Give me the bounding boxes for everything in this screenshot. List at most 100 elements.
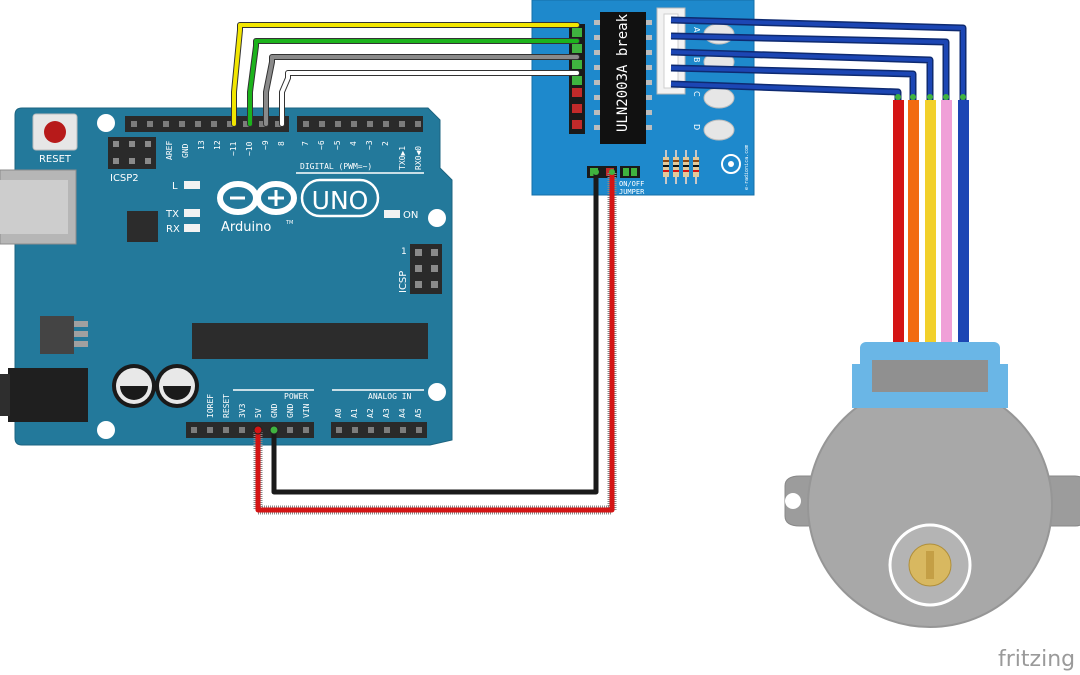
resistor-band xyxy=(683,165,689,167)
uln2003-driver-board: ULN2003A break A B C D ON/OF xyxy=(531,0,755,196)
resistor-band xyxy=(673,160,679,162)
usb-connector xyxy=(0,169,77,245)
header-pin xyxy=(287,427,293,433)
power-pin-labels: IOREF RESET 3V3 5V GND GND VIN A0 A1 A2 … xyxy=(206,394,423,418)
header-pin xyxy=(223,427,229,433)
chip-leg xyxy=(646,95,652,100)
jumper[interactable] xyxy=(620,166,640,178)
header-pin xyxy=(400,427,406,433)
uln2003-chip: ULN2003A break xyxy=(594,12,652,144)
header-pin xyxy=(195,121,201,127)
header-pin xyxy=(384,427,390,433)
mounting-hole xyxy=(97,421,115,439)
header-pin xyxy=(131,121,137,127)
wire-pin9-gray-fill xyxy=(264,55,579,126)
header-pin xyxy=(368,427,374,433)
led-label-tx: TX xyxy=(165,209,179,220)
led-rx xyxy=(184,224,200,232)
led-label-b: B xyxy=(692,57,701,63)
motor-cap xyxy=(852,342,1008,408)
pin-label-8: 8 xyxy=(277,141,286,146)
wire-gnd-black xyxy=(271,172,599,495)
header-pin xyxy=(211,121,217,127)
header-pin xyxy=(367,121,373,127)
header-pin xyxy=(416,427,422,433)
icsp-header xyxy=(410,244,442,294)
pin-label-a3: A3 xyxy=(382,408,391,418)
input-pin-2 xyxy=(572,44,582,53)
arduino-uno-board: RESET ICSP2 AREF GND 13 12 ~11 ~10 ~9 xyxy=(0,107,453,446)
header-pin xyxy=(239,427,245,433)
pin-label-5v: 5V xyxy=(254,408,263,418)
jumper-label: JUMPER xyxy=(619,188,645,196)
chip-leg xyxy=(646,50,652,55)
pin-label-7: 7 xyxy=(301,141,310,146)
signal-wires xyxy=(231,22,580,127)
header-pin xyxy=(147,121,153,127)
pin-label-aref: AREF xyxy=(165,141,174,160)
input-pin-7 xyxy=(572,120,582,129)
resistor-array xyxy=(663,150,699,184)
resistor-band xyxy=(673,165,679,167)
reset-label: RESET xyxy=(39,154,72,165)
uno-badge: UNO xyxy=(300,178,380,218)
pin-label-vin: VIN xyxy=(302,403,311,418)
led-d xyxy=(703,119,735,141)
mounting-hole xyxy=(428,209,446,227)
resistor-band xyxy=(693,165,699,167)
pin-label-4: 4 xyxy=(349,141,358,146)
pin-label-11: ~11 xyxy=(229,141,238,156)
digital-label: DIGITAL (PWM=~) xyxy=(300,162,372,171)
power-header xyxy=(186,422,427,438)
chip-leg xyxy=(594,50,600,55)
header-pin xyxy=(383,121,389,127)
resistor-band xyxy=(683,160,689,162)
pin-label-9: ~9 xyxy=(261,140,270,150)
wire-pin11-yellow-fill xyxy=(232,23,579,126)
power-label: POWER xyxy=(284,392,308,401)
chip-leg xyxy=(646,20,652,25)
pin-label-a1: A1 xyxy=(350,408,359,418)
pin-label-gnd-b: GND xyxy=(286,403,295,418)
chip-leg xyxy=(594,95,600,100)
status-leds: L TX RX ON xyxy=(165,181,418,235)
input-pin-4 xyxy=(572,76,582,85)
brand-label: e-radionica.com xyxy=(744,145,750,190)
header-pin xyxy=(399,121,405,127)
header-pin xyxy=(275,121,281,127)
led-l xyxy=(184,181,200,189)
icsp2-header xyxy=(108,137,156,169)
pin-label-12: 12 xyxy=(213,140,222,150)
pin-label-13: 13 xyxy=(197,140,206,150)
led-label-c: C xyxy=(692,91,701,97)
header-pin xyxy=(207,427,213,433)
led-on xyxy=(384,210,400,218)
logo-name: Arduino xyxy=(221,220,271,235)
chip-leg xyxy=(594,65,600,70)
wire-5v-red xyxy=(255,172,615,513)
dc-power-jack xyxy=(0,368,88,422)
digital-header xyxy=(125,116,423,132)
digital-pin-labels: AREF GND 13 12 ~11 ~10 ~9 8 7 ~6 ~5 4 ~3… xyxy=(165,140,423,170)
pin-label-a0: A0 xyxy=(334,408,343,418)
voltage-regulator xyxy=(40,316,88,354)
input-pin-6 xyxy=(572,104,582,113)
icsp-pin1-label: 1 xyxy=(401,247,407,257)
chip-leg xyxy=(594,125,600,130)
pin-label-rx: RX0◀0 xyxy=(414,146,423,170)
input-pin-5 xyxy=(572,88,582,97)
icsp-label: ICSP xyxy=(398,271,409,293)
header-pin xyxy=(259,121,265,127)
led-tx xyxy=(184,209,200,217)
wire-pin8-white-fill xyxy=(280,71,579,126)
led-label-l: L xyxy=(172,181,178,192)
reset-button[interactable] xyxy=(32,113,78,151)
header-pin xyxy=(351,121,357,127)
header-pin xyxy=(191,427,197,433)
pin-label-gnd-a: GND xyxy=(270,403,279,418)
resistor-band xyxy=(693,160,699,162)
led-label-on: ON xyxy=(403,210,418,221)
capacitor xyxy=(155,364,199,408)
digital-header-pins xyxy=(131,121,421,127)
